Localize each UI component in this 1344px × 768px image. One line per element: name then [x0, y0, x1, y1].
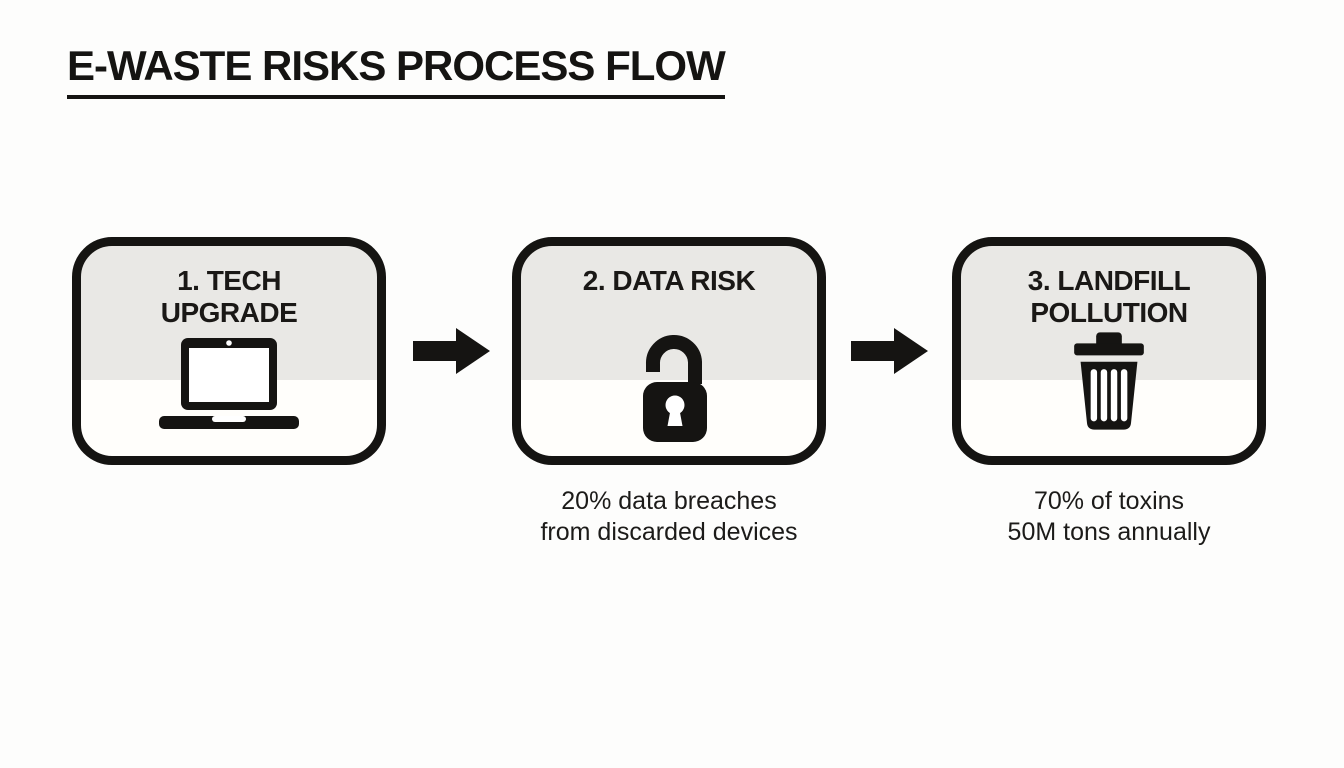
step-box-data-risk: 2. DATA RISK	[512, 237, 826, 465]
step-title-line: 2. DATA RISK	[582, 265, 756, 296]
caption-landfill-pollution: 70% of toxins 50M tons annually	[934, 486, 1284, 548]
caption-line: 70% of toxins	[1033, 487, 1185, 515]
trash-icon	[1065, 330, 1153, 432]
caption-line: 20% data breaches	[561, 487, 777, 515]
step-title-line: UPGRADE	[160, 296, 298, 328]
page-title: E-WASTE RISKS PROCESS FLOW	[67, 42, 726, 100]
arrow-right-icon	[413, 328, 490, 374]
step-title: 1. TECH UPGRADE	[81, 265, 377, 329]
step-title-line: POLLUTION	[1030, 296, 1188, 328]
caption-line: 50M tons annually	[1007, 518, 1211, 546]
step-box-tech-upgrade: 1. TECH UPGRADE	[72, 237, 386, 465]
step-title: 2. DATA RISK	[521, 265, 817, 297]
step-title: 3. LANDFILL POLLUTION	[961, 265, 1257, 329]
caption-line: from discarded devices	[540, 518, 798, 546]
step-box-landfill-pollution: 3. LANDFILL POLLUTION	[952, 237, 1266, 465]
arrow-right-icon	[851, 328, 928, 374]
step-title-line: 3. LANDFILL	[1027, 265, 1191, 296]
caption-data-risk: 20% data breaches from discarded devices	[494, 486, 844, 548]
step-title-line: 1. TECH	[177, 265, 281, 296]
lock-open-icon	[619, 318, 719, 448]
laptop-icon	[159, 338, 299, 434]
